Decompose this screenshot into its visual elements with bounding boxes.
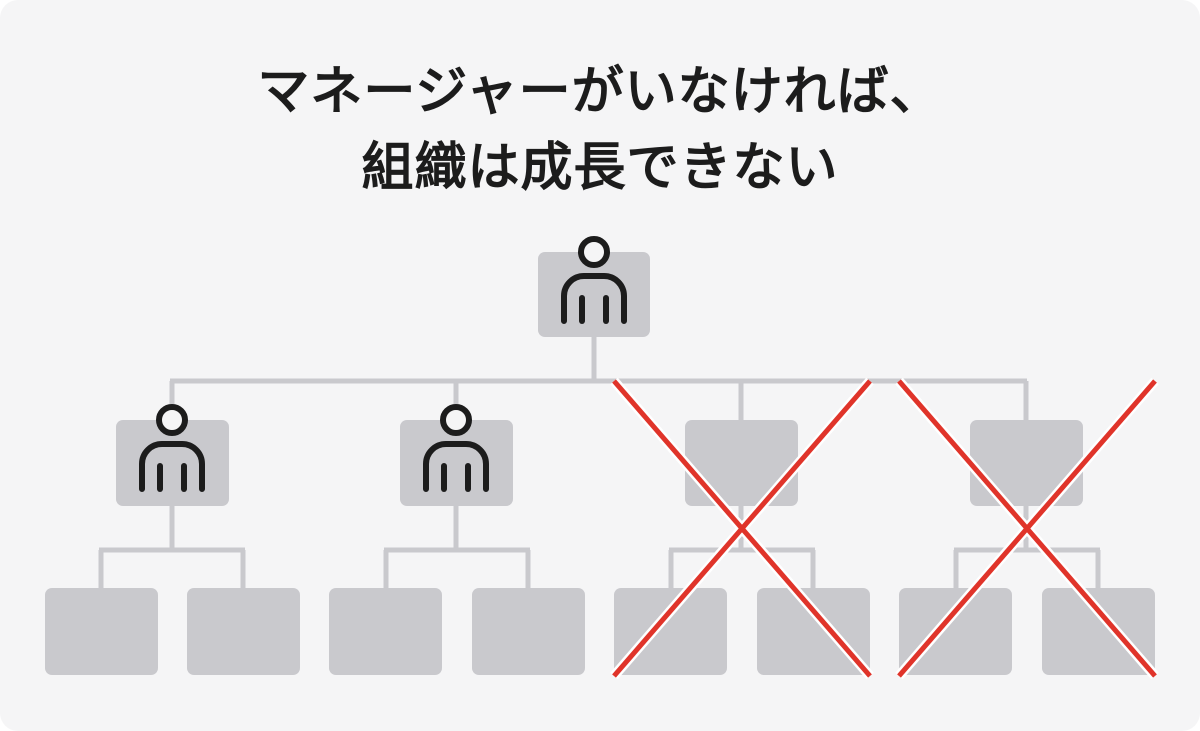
person-icon-manager-2: [423, 404, 489, 492]
manager-box-3: [685, 420, 798, 506]
cross-mark-group-3: [610, 377, 874, 680]
member-box-1b: [187, 588, 300, 675]
boxes: [45, 252, 1155, 675]
connectors: [98, 335, 1101, 590]
member-box-2a: [329, 588, 442, 675]
manager-box-4: [970, 420, 1083, 506]
member-box-2b: [472, 588, 585, 675]
member-box-3a: [614, 588, 727, 675]
cross-mark-group-4: [895, 377, 1159, 680]
member-box-4b: [1042, 588, 1155, 675]
member-box-1a: [45, 588, 158, 675]
headline-line-1: マネージャーがいなければ、: [257, 62, 943, 122]
person-icon-manager-1: [139, 404, 205, 492]
member-box-3b: [757, 588, 870, 675]
headline-line-2: 組織は成長できない: [361, 138, 839, 198]
person-icon-top: [561, 236, 627, 324]
member-box-4a: [899, 588, 1012, 675]
